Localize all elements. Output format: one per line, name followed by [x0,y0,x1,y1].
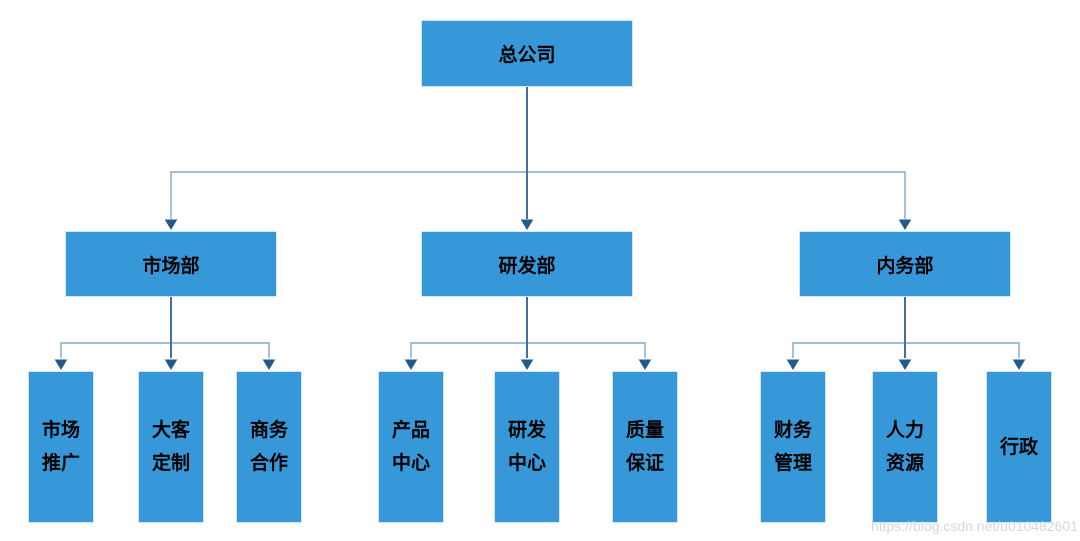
node-label-line: 推广 [41,453,80,474]
node-dept-internal-affairs: 内务部 [799,231,1011,297]
node-label-line: 资源 [885,453,924,474]
node-head-office: 总公司 [421,20,633,87]
node-finance-management: 财务 管理 [760,371,826,523]
node-product-center: 产品 中心 [378,371,444,523]
arrowhead-icon [520,359,534,370]
node-label-line: 定制 [151,453,190,474]
node-label-line: 财务 [773,420,812,441]
node-label-line: 中心 [507,453,546,474]
node-dept-rd: 研发部 [421,231,633,297]
node-dept-marketing: 市场部 [65,231,277,297]
node-label-line: 人力 [885,420,924,441]
node-label-line: 行政 [999,436,1038,458]
arrowhead-icon [898,359,912,370]
node-label-line: 大客 [151,420,190,441]
arrowhead-icon [638,359,652,370]
node-marketing-promotion: 市场 推广 [28,371,94,523]
node-key-account-customization: 大客 定制 [138,371,204,523]
node-label-line: 市场 [41,420,80,441]
node-label-line: 商务 [249,420,288,441]
node-label: 总公司 [498,45,556,66]
node-label-line: 产品 [391,420,430,441]
arrowhead-icon [1012,359,1026,370]
node-rd-center: 研发 中心 [494,371,560,523]
node-label-line: 合作 [249,453,288,474]
watermark-url: https://blog.csdn.net/u010482601 [870,518,1078,534]
node-label-line: 研发 [507,420,546,441]
arrowhead-icon [898,219,912,230]
node-label: 市场部 [142,255,200,277]
arrowhead-icon [520,219,534,230]
connector-marketing-elbow [60,342,270,358]
node-label-line: 质量 [625,420,664,441]
arrowhead-icon [262,359,276,370]
connector-top-elbow [170,171,906,219]
node-administration: 行政 [986,371,1052,523]
connector-internal-elbow [792,342,1020,358]
node-label-line: 管理 [773,453,812,474]
arrowhead-icon [786,359,800,370]
arrowhead-icon [54,359,68,370]
node-label-line: 中心 [391,453,430,474]
node-label-line: 保证 [625,453,664,474]
node-label: 研发部 [498,255,556,277]
node-human-resources: 人力 资源 [872,371,938,523]
node-business-cooperation: 商务 合作 [236,371,302,523]
arrowhead-icon [164,359,178,370]
node-quality-assurance: 质量 保证 [612,371,678,523]
connector-rd-elbow [410,342,646,358]
arrowhead-icon [164,219,178,230]
node-label: 内务部 [876,255,934,277]
arrowhead-icon [404,359,418,370]
